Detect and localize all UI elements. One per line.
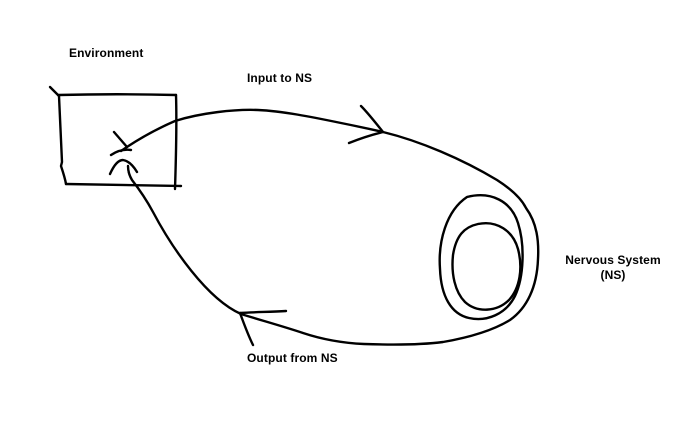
- nervous-system-label: Nervous System (NS): [553, 253, 673, 283]
- environment-box-left: [57, 94, 68, 186]
- ns-middle-loop: [438, 194, 524, 321]
- environment-box-right: [173, 93, 178, 191]
- output-arrowhead-icon: [238, 309, 288, 347]
- feedback-loop-curve: [119, 108, 540, 346]
- environment-box-corner-tick: [48, 85, 61, 98]
- environment-box: [48, 85, 183, 191]
- environment-label: Environment: [69, 46, 144, 60]
- ns-inner-loop: [451, 221, 522, 311]
- input-label: Input to NS: [247, 71, 313, 85]
- environment-box-top: [56, 93, 178, 97]
- nervous-system-label-line1: Nervous System: [565, 253, 661, 267]
- input-start-ticks: [109, 130, 133, 157]
- input-arrowhead-icon: [347, 104, 385, 145]
- output-label: Output from NS: [247, 351, 338, 365]
- nervous-system-label-line2: (NS): [600, 268, 626, 282]
- environment-box-bottom: [64, 182, 183, 188]
- box-up-arrowhead-icon: [108, 158, 139, 176]
